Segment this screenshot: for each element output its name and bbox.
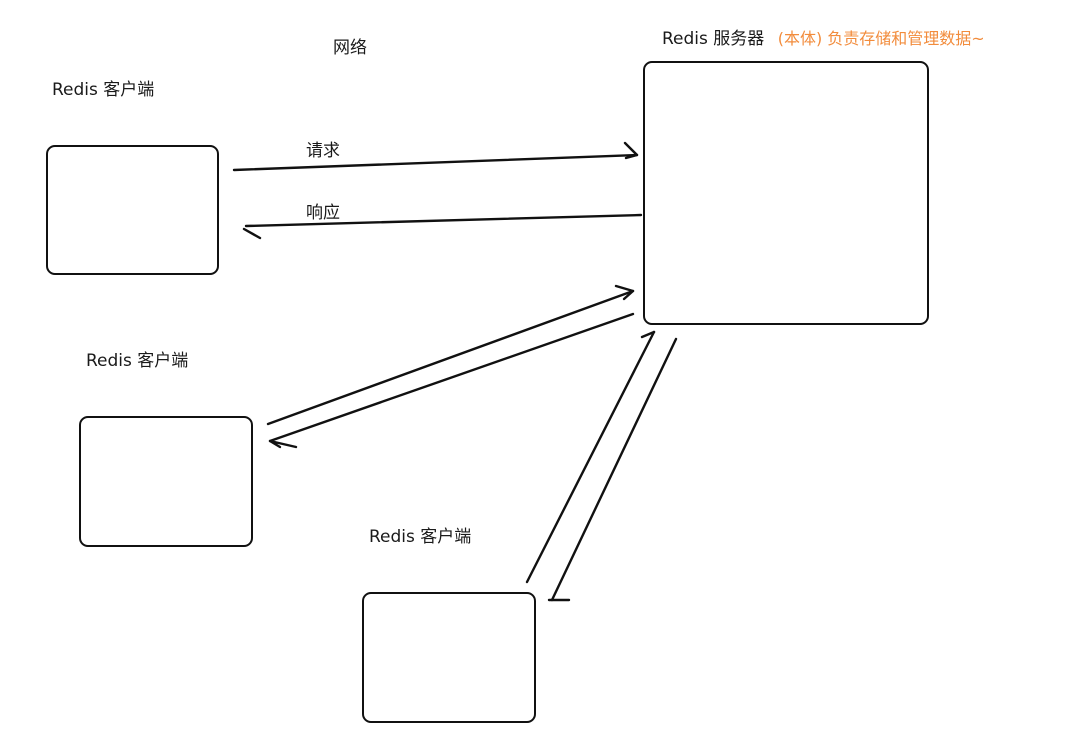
request-arrow-client-2-head	[614, 284, 635, 301]
request-arrow-client-3-head	[640, 330, 656, 339]
request-arrow-client-1-head	[623, 141, 639, 160]
response-arrow-client-2-head	[268, 439, 298, 449]
client-2-label: Redis 客户端	[86, 351, 189, 371]
response-label: 响应	[306, 203, 340, 223]
request-arrow-client-3	[525, 330, 656, 584]
response-arrow-client-3	[550, 337, 678, 602]
request-arrow-client-2	[266, 289, 635, 426]
redis-client-2-box	[79, 416, 253, 547]
server-note: (本体) 负责存储和管理数据~	[777, 29, 985, 48]
request-label: 请求	[306, 141, 340, 161]
response-arrow-client-1-head	[242, 227, 262, 240]
network-label: 网络	[333, 38, 367, 58]
server-title: Redis 服务器	[662, 29, 765, 49]
redis-client-1-box	[46, 145, 219, 275]
response-arrow-client-2	[268, 312, 635, 443]
redis-server-box	[643, 61, 929, 325]
client-3-label: Redis 客户端	[369, 527, 472, 547]
redis-client-3-box	[362, 592, 536, 723]
server-label: Redis 服务器 (本体) 负责存储和管理数据~	[662, 31, 985, 48]
response-arrow-client-1	[244, 213, 643, 228]
client-1-label: Redis 客户端	[52, 80, 155, 100]
request-arrow-client-1	[232, 153, 639, 172]
